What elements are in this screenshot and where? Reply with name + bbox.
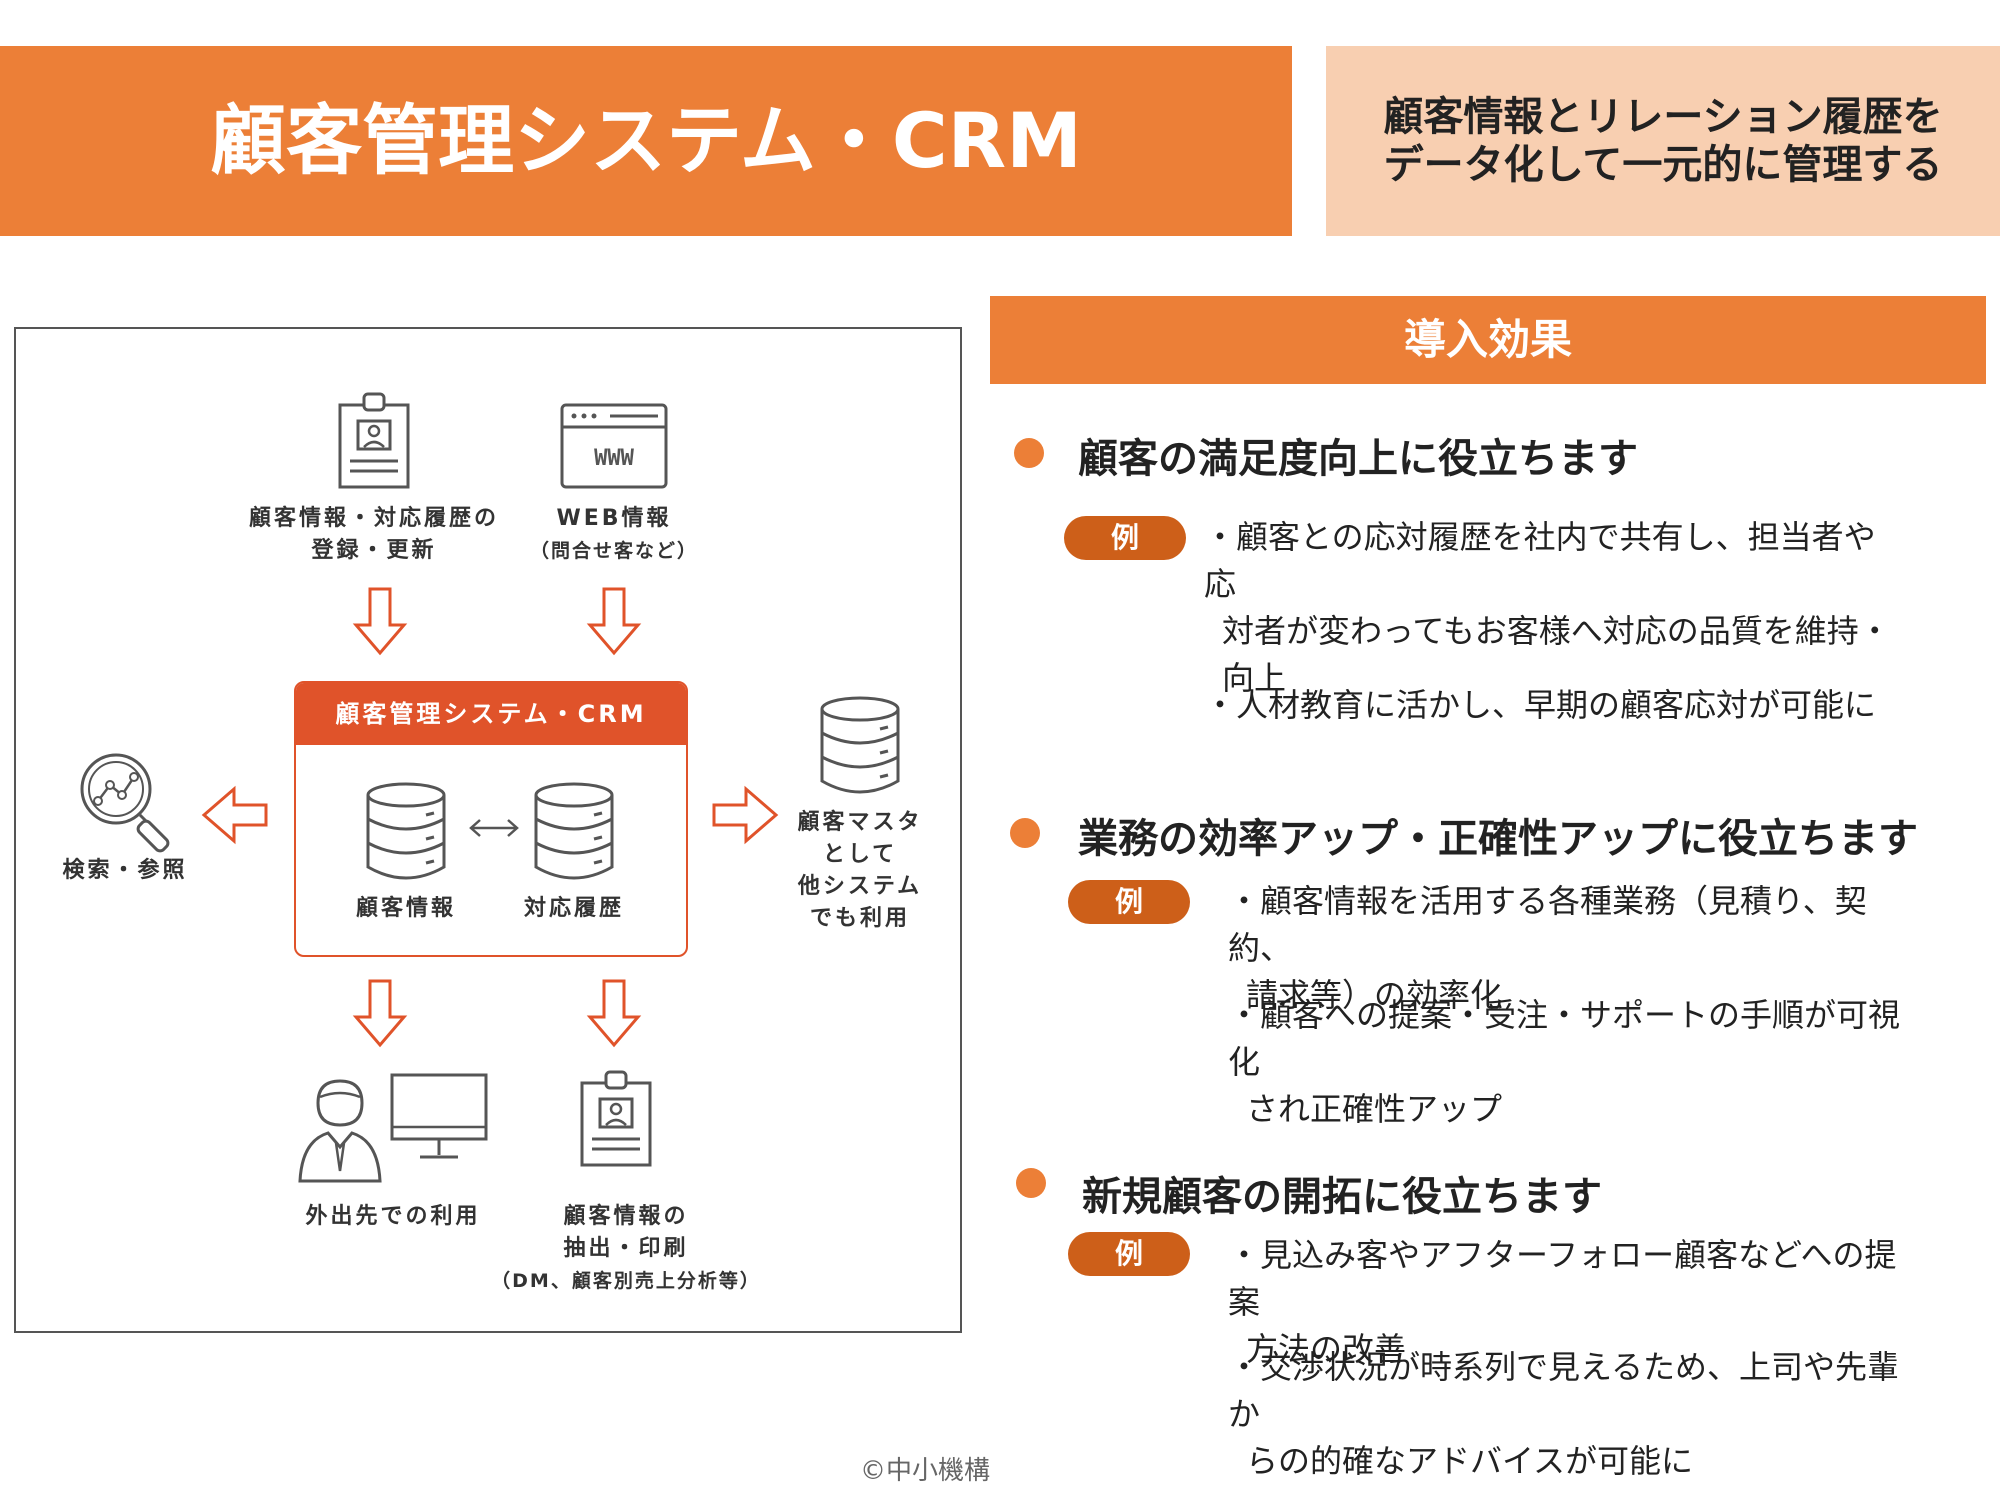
example-text: ・顧客への提案・受注・サポートの手順が可視化 され正確性アップ bbox=[1228, 992, 1928, 1133]
database-icon bbox=[366, 782, 446, 880]
input-right-label-2: （問合せ客など） bbox=[529, 540, 698, 562]
id-badge-icon bbox=[580, 1070, 652, 1167]
example-line: 方法の改善 bbox=[1246, 1330, 1407, 1368]
id-badge-icon bbox=[338, 392, 410, 489]
database-icon bbox=[534, 782, 614, 880]
example-badge: 例 bbox=[1068, 1232, 1190, 1276]
input-left-label-2: 登録・更新 bbox=[311, 538, 437, 563]
example-text: ・顧客情報を活用する各種業務（見積り、契約、 請求等）の効率化 bbox=[1228, 878, 1928, 1019]
double-arrow-icon bbox=[469, 819, 519, 837]
subtitle-line: 顧客情報とリレーション履歴を bbox=[1383, 94, 1943, 140]
crm-box: 顧客管理システム・CRM 顧客情報 対応履歴 bbox=[294, 681, 688, 957]
example-text: ・顧客との応対履歴を社内で共有し、担当者や応 対者が変わってもお客様へ対応の品質… bbox=[1204, 514, 1904, 702]
down-arrow-icon bbox=[352, 587, 408, 656]
down-arrow-icon bbox=[586, 979, 642, 1048]
subtitle-line: データ化して一元的に管理する bbox=[1383, 142, 1943, 188]
db-left-label: 顧客情報 bbox=[355, 896, 456, 921]
effects-header: 導入効果 bbox=[990, 296, 1986, 384]
example-badge: 例 bbox=[1068, 880, 1190, 924]
down-arrow-icon bbox=[586, 587, 642, 656]
example-line: らの的確なアドバイスが可能に bbox=[1246, 1442, 1694, 1480]
input-right-label-1: WEB情報 bbox=[556, 506, 672, 531]
down-arrow-icon bbox=[352, 979, 408, 1048]
web-icon-text: WWW bbox=[594, 446, 634, 471]
example-line: 向上 bbox=[1222, 659, 1287, 697]
right-arrow-icon bbox=[712, 785, 779, 845]
example-line: ・顧客情報を活用する各種業務（見積り、契約、 bbox=[1228, 882, 1867, 967]
person-monitor-icon bbox=[298, 1073, 488, 1183]
example-text: ・人材教育に活かし、早期の顧客応対が可能に bbox=[1204, 682, 1904, 729]
bottom-left-label: 外出先での利用 bbox=[305, 1204, 481, 1229]
example-text: ・見込み客やアフターフォロー顧客などへの提案 方法の改善 bbox=[1228, 1232, 1928, 1373]
page-title: 顧客管理システム・CRM bbox=[210, 96, 1082, 185]
bottom-right-label-2: 抽出・印刷 bbox=[563, 1236, 689, 1261]
example-line: ・交渉状況が時系列で見えるため、上司や先輩か bbox=[1228, 1348, 1900, 1433]
left-arrow-icon bbox=[201, 785, 268, 845]
diagram-frame: 顧客情報・対応履歴の 登録・更新 WWW WEB情報 （問合せ客など） 顧客管理… bbox=[14, 327, 962, 1333]
db-right-label: 対応履歴 bbox=[523, 896, 624, 921]
left-output-label: 検索・参照 bbox=[62, 858, 188, 883]
bottom-right-label-3: （DM、顧客別売上分析等） bbox=[491, 1270, 761, 1292]
copyright: ©中小機構 bbox=[859, 1456, 990, 1486]
example-line: ・顧客への提案・受注・サポートの手順が可視化 bbox=[1228, 996, 1901, 1081]
effect-title-1: 顧客の満足度向上に役立ちます bbox=[1078, 436, 1638, 482]
database-icon bbox=[820, 696, 900, 794]
effect-title-2: 業務の効率アップ・正確性アップに役立ちます bbox=[1078, 816, 1918, 862]
right-output-label-1: 顧客マスタ bbox=[797, 810, 923, 835]
bottom-right-label-1: 顧客情報の bbox=[563, 1204, 689, 1229]
input-left-label-1: 顧客情報・対応履歴の bbox=[248, 506, 499, 531]
example-line: され正確性アップ bbox=[1246, 1090, 1503, 1128]
bullet-dot bbox=[1016, 1168, 1046, 1198]
example-line: 請求等）の効率化 bbox=[1246, 976, 1503, 1014]
example-line: ・人材教育に活かし、早期の顧客応対が可能に bbox=[1204, 686, 1877, 724]
web-browser-icon: WWW bbox=[560, 403, 668, 489]
crm-box-title: 顧客管理システム・CRM bbox=[296, 683, 686, 745]
example-line: ・見込み客やアフターフォロー顧客などへの提案 bbox=[1228, 1236, 1897, 1321]
right-output-label-3: 他システム bbox=[797, 874, 923, 899]
example-line: ・顧客との応対履歴を社内で共有し、担当者や応 bbox=[1204, 518, 1876, 603]
example-badge: 例 bbox=[1064, 516, 1186, 560]
example-text: ・交渉状況が時系列で見えるため、上司や先輩か らの的確なアドバイスが可能に bbox=[1228, 1344, 1928, 1485]
subtitle-box: 顧客情報とリレーション履歴を データ化して一元的に管理する bbox=[1326, 46, 2000, 236]
title-bar: 顧客管理システム・CRM bbox=[0, 46, 1292, 236]
example-line: 対者が変わってもお客様へ対応の品質を維持・ bbox=[1222, 612, 1891, 650]
right-output-label-2: として bbox=[822, 842, 898, 867]
magnifier-chart-icon bbox=[80, 753, 170, 853]
right-output-label-4: でも利用 bbox=[809, 906, 910, 931]
effect-title-3: 新規顧客の開拓に役立ちます bbox=[1082, 1174, 1602, 1220]
bullet-dot bbox=[1010, 818, 1040, 848]
bullet-dot bbox=[1014, 438, 1044, 468]
